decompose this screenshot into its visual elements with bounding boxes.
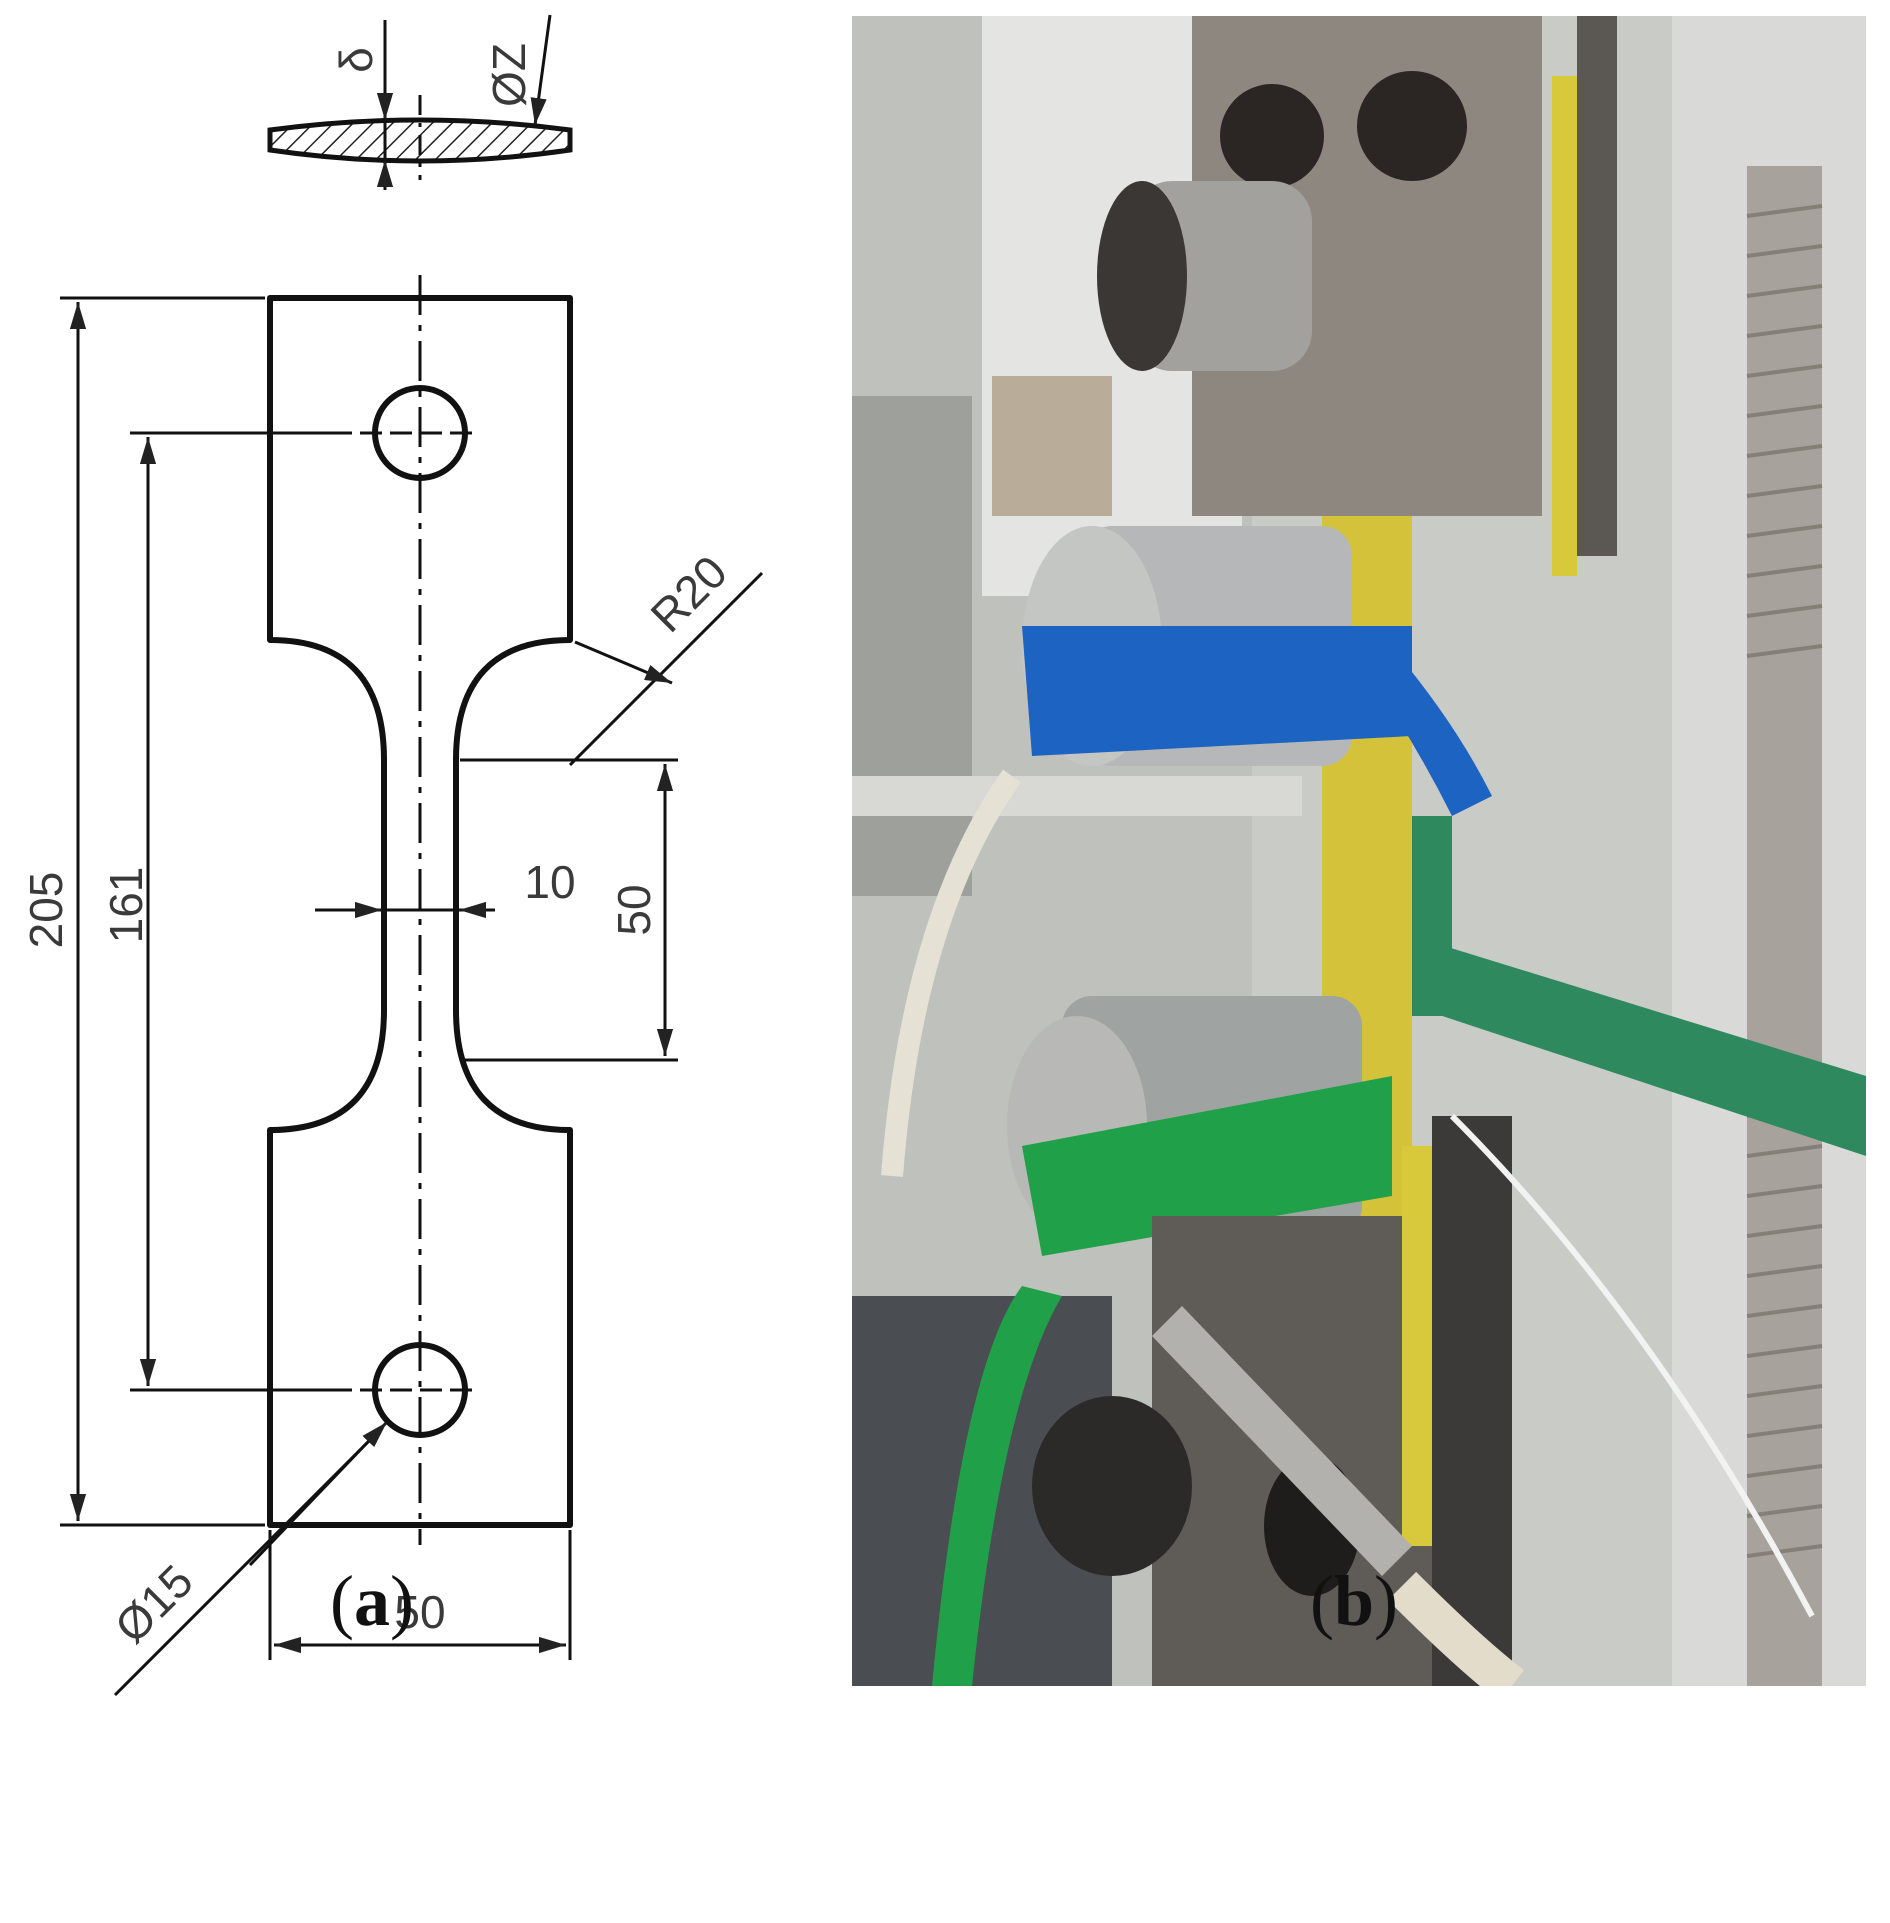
hole-spacing-dimension: 161	[100, 431, 330, 1392]
hole-spacing-label: 161	[100, 867, 152, 944]
fillet-radius-dimension: R20	[568, 545, 764, 767]
section-diameter-label: ØZ	[483, 43, 535, 107]
gauge-width-dimension: 10	[315, 856, 576, 919]
panel-a-label: a	[353, 1561, 390, 1641]
hole-diameter-label: Ø15	[105, 1555, 203, 1653]
fillet-radius-label: R20	[640, 545, 736, 641]
panel-b-label: b	[1333, 1561, 1375, 1641]
hole-diameter-dimension: Ø15	[105, 1420, 389, 1697]
specimen-outline	[267, 295, 573, 1528]
specimen-drawing: δ ØZ 205 161 R20 10	[20, 14, 764, 1697]
thickness-label: δ	[330, 47, 382, 73]
panel-b-caption: (b)	[1310, 1561, 1399, 1641]
cross-section-view: δ ØZ	[267, 14, 573, 190]
overall-width-label: 50	[394, 1586, 445, 1638]
gauge-width-label: 10	[524, 856, 575, 908]
gauge-length-dimension: 50	[460, 758, 678, 1062]
overall-length-dimension: 205	[20, 296, 265, 1527]
test-setup-photo	[852, 16, 1866, 1686]
overall-width-dimension: 50	[268, 1530, 572, 1660]
gauge-length-label: 50	[608, 884, 660, 935]
panel-a-caption: (a)	[330, 1561, 414, 1641]
overall-length-label: 205	[20, 872, 72, 949]
